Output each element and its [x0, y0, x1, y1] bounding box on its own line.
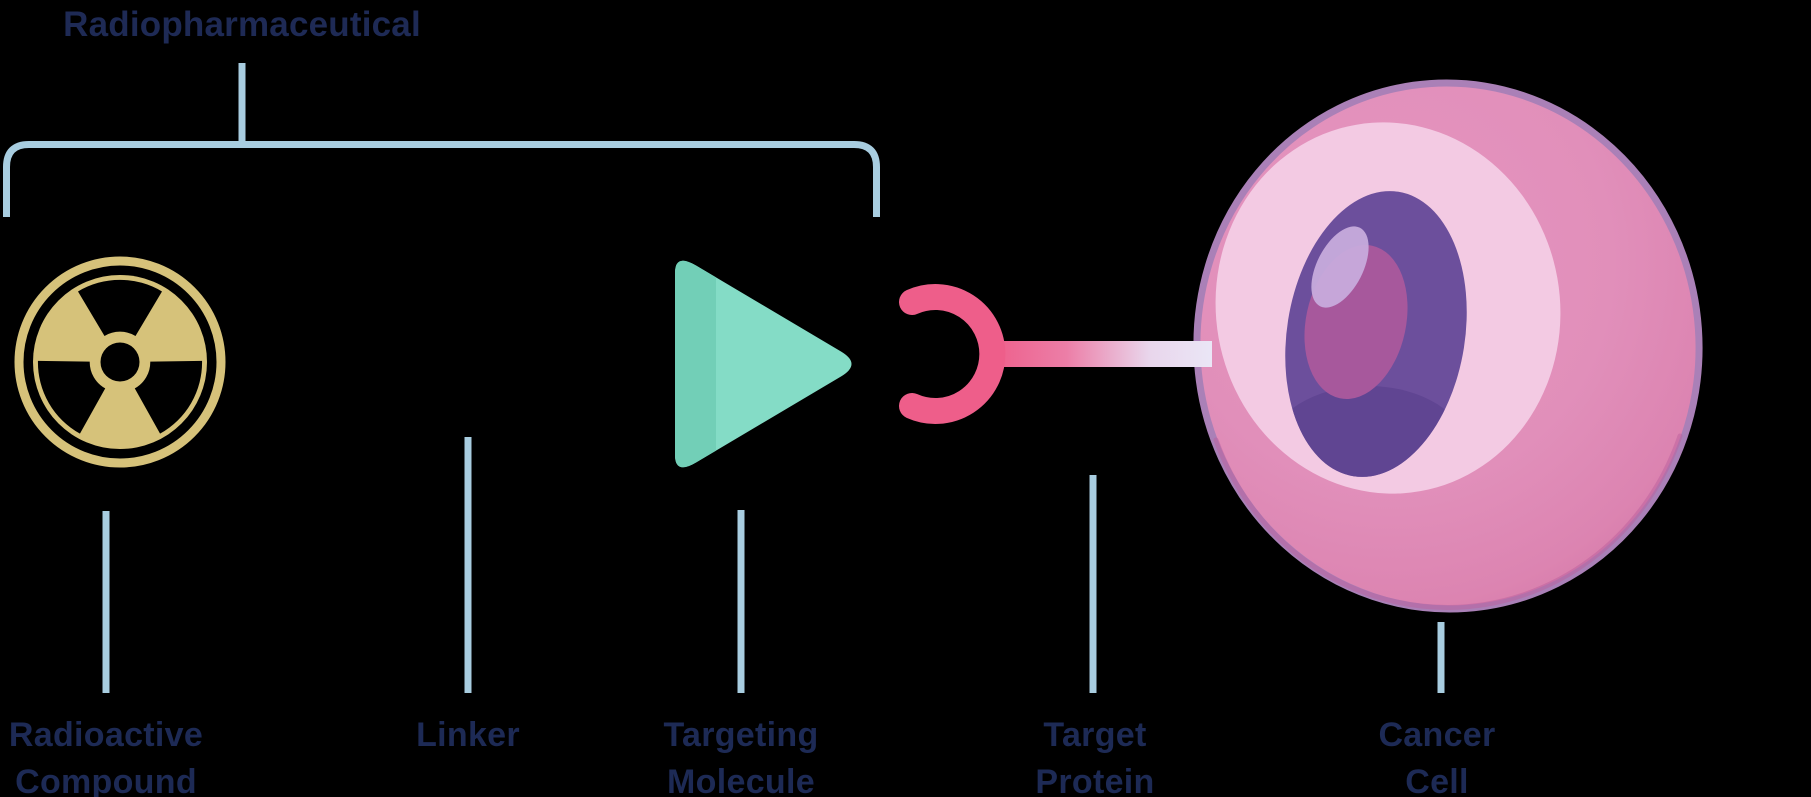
- label-radioactive-compound: Radioactive Compound: [0, 712, 276, 797]
- guide-lines: [3, 63, 1445, 693]
- label-line: Molecule: [667, 763, 815, 797]
- cancer-cell-illustration: [1193, 79, 1703, 613]
- receptor-stem: [988, 341, 1212, 367]
- targeting-molecule-triangle-icon: [675, 260, 852, 468]
- label-line: Radioactive: [8, 716, 204, 754]
- receptor-protein-icon: [899, 284, 1212, 424]
- label-target-protein: Target Protein: [925, 712, 1265, 797]
- cell-inner-rim-shadow: [1213, 433, 1683, 610]
- label-line: Target: [1043, 716, 1147, 754]
- diagram-title: Radiopharmaceutical: [63, 5, 421, 44]
- label-line: Protein: [1035, 763, 1155, 797]
- label-cancer-cell: Cancer Cell: [1267, 712, 1607, 797]
- radiation-trefoil-icon: [14, 256, 226, 468]
- label-linker: Linker: [298, 712, 638, 759]
- label-line: Targeting: [663, 716, 819, 754]
- label-targeting-molecule: Targeting Molecule: [571, 712, 911, 797]
- label-line: Compound: [15, 763, 197, 797]
- radiopharmaceutical-bracket: [3, 141, 880, 217]
- receptor-arc: [899, 284, 1006, 424]
- label-line: Cell: [1405, 763, 1469, 797]
- label-line: Linker: [416, 716, 520, 754]
- cell-nucleus-highlight: [1311, 226, 1369, 308]
- label-line: Cancer: [1378, 716, 1496, 754]
